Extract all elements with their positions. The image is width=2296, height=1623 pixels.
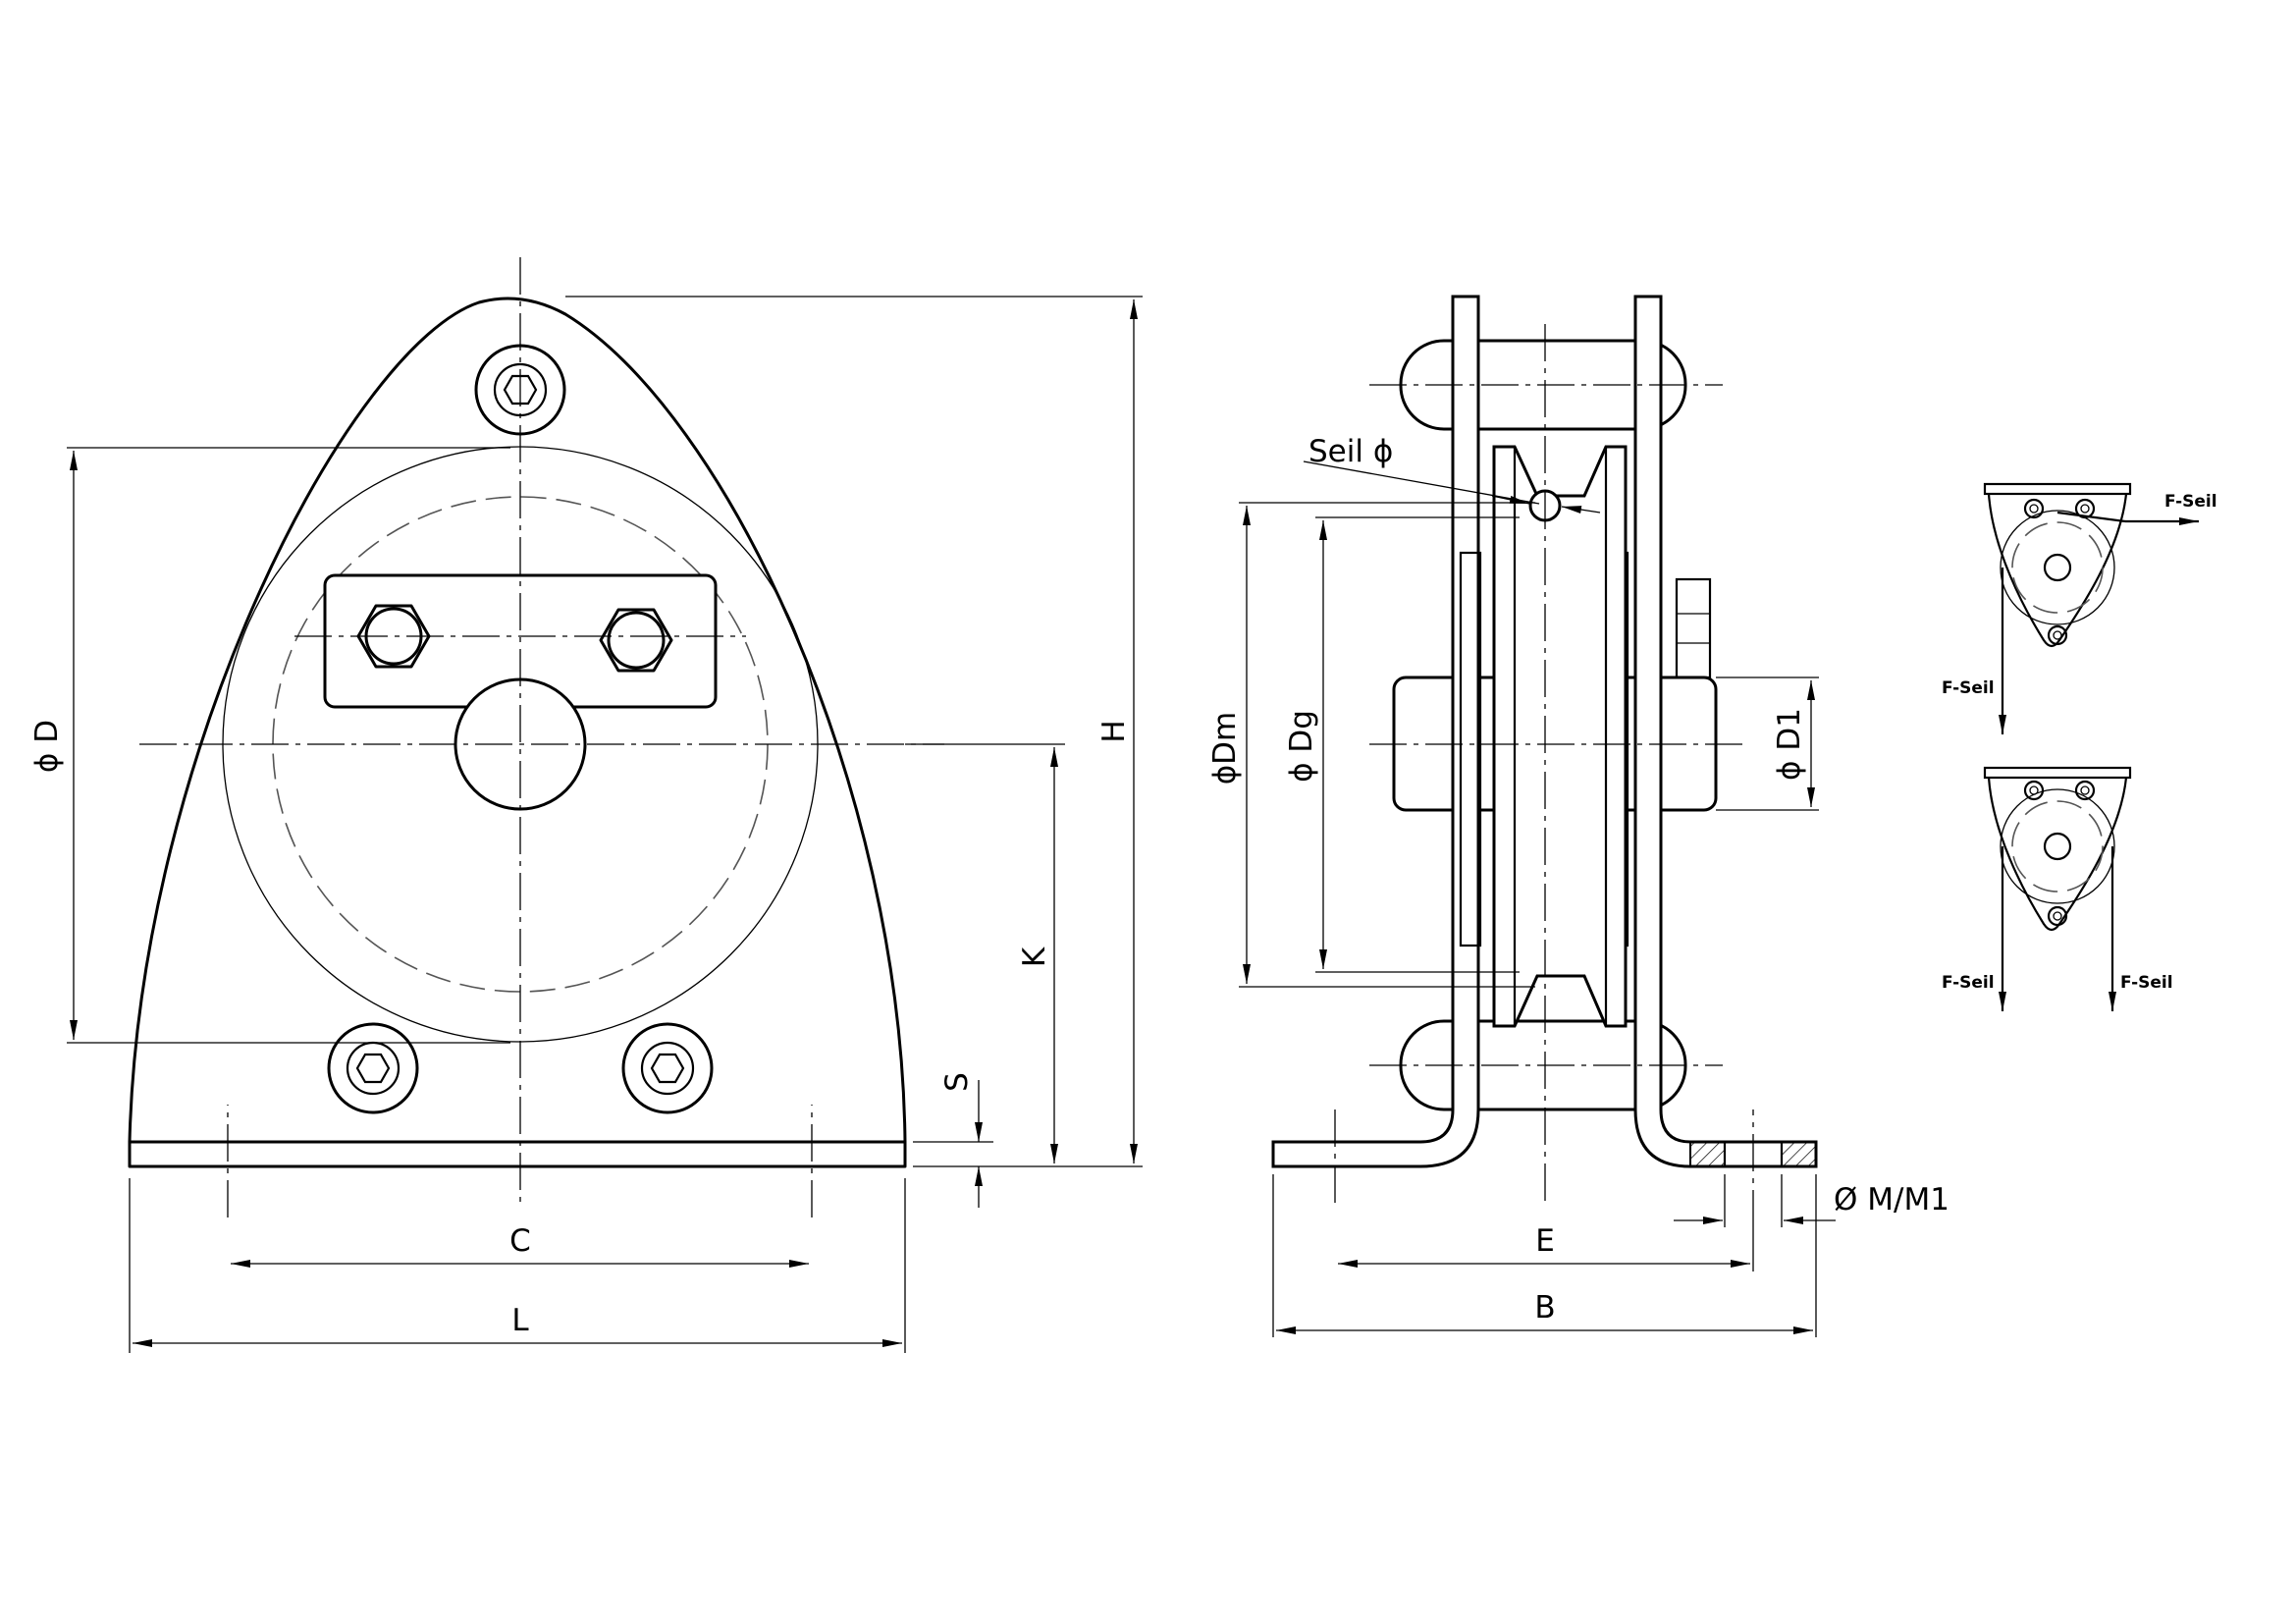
load-diagram-2: F-Seil F-Seil	[1942, 766, 2173, 1011]
label-M-M1: Ø M/M1	[1834, 1182, 1949, 1217]
label-dia-D: ϕ D	[29, 720, 65, 773]
front-base-plate	[128, 1140, 907, 1168]
label-L: L	[511, 1303, 529, 1338]
front-view: ϕ D H K S C L	[29, 257, 1143, 1353]
label-seil: Seil ϕ	[1308, 434, 1393, 469]
bearing-flange-left	[1459, 551, 1482, 947]
label-K: K	[1017, 947, 1052, 967]
screw-bottom-left	[327, 1022, 419, 1114]
label-E: E	[1535, 1223, 1555, 1259]
label-dia-Dm: ϕDm	[1207, 712, 1243, 785]
mini-bracket-2	[1987, 777, 2128, 932]
flange-hatch-left	[1689, 1141, 1726, 1167]
label-f-seil-4: F-Seil	[2120, 973, 2173, 993]
label-C: C	[509, 1223, 531, 1259]
screw-bottom-right	[621, 1022, 714, 1114]
flange-hatch-right	[1781, 1141, 1817, 1167]
left-side-plate	[1271, 295, 1480, 1168]
mini-bracket-1	[1987, 493, 2128, 648]
hex-bolt-right-shank	[607, 611, 666, 670]
label-dia-Dg: ϕ Dg	[1284, 710, 1319, 783]
load-diagram-1: F-Seil F-Seil	[1942, 482, 2217, 734]
front-bracket-outline	[128, 297, 907, 1144]
label-f-seil-2: F-Seil	[1942, 678, 1995, 698]
label-f-seil-3: F-Seil	[1942, 973, 1995, 993]
label-dia-D1: ϕ D1	[1772, 708, 1807, 781]
side-view: Seil ϕ ϕDm ϕ Dg ϕ D1 Ø M/M1 E B	[1207, 295, 1949, 1337]
label-S: S	[939, 1072, 975, 1092]
label-f-seil-1: F-Seil	[2164, 492, 2217, 512]
label-B: B	[1534, 1290, 1555, 1325]
shaft-nut	[1675, 577, 1712, 679]
hex-bolt-right	[599, 608, 673, 673]
label-H: H	[1096, 720, 1132, 742]
